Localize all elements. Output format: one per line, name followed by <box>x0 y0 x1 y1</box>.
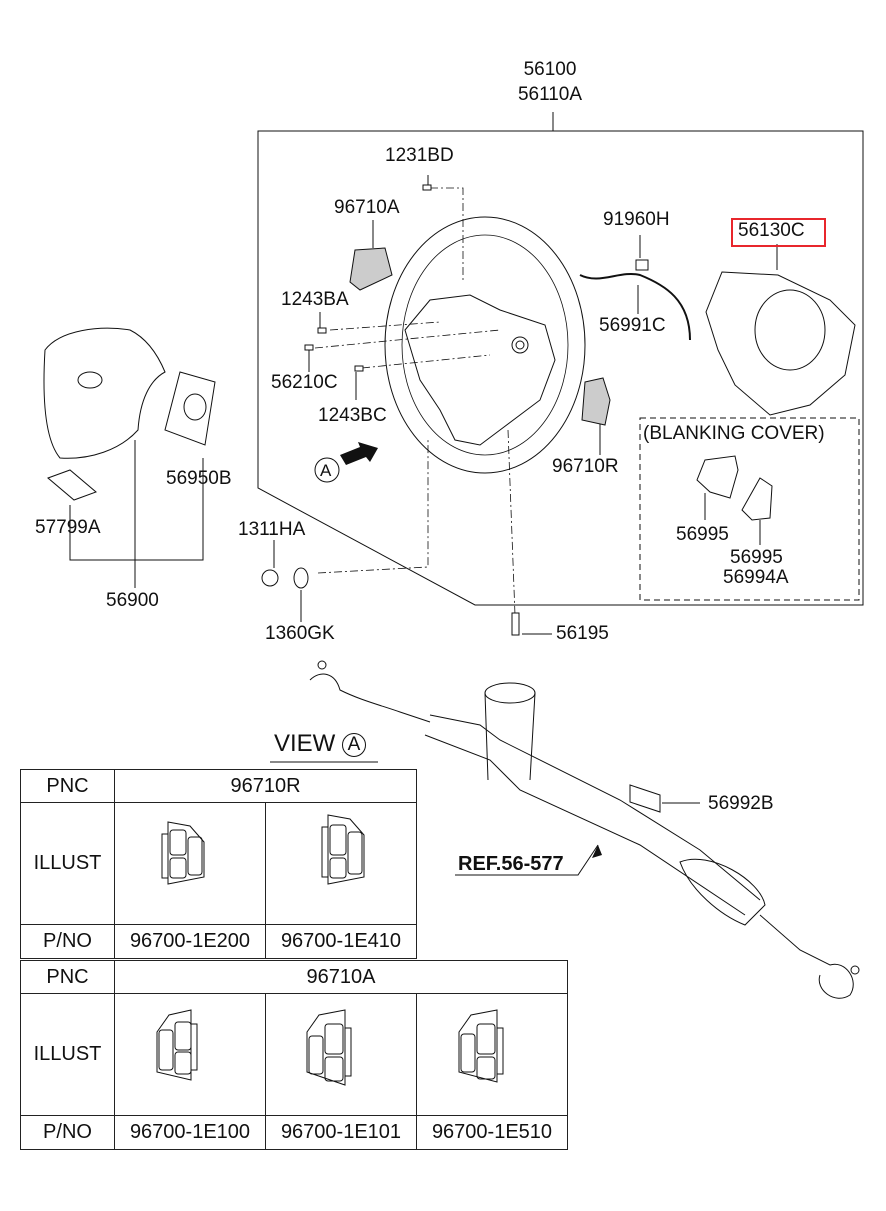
part-label-56195[interactable]: 56195 <box>556 623 609 644</box>
view-a-title-text: VIEW <box>274 730 336 757</box>
pnc-value: 96710A <box>114 960 568 994</box>
part-number[interactable]: 96700-1E100 <box>114 1115 266 1150</box>
switch-table-96710R: PNC 96710R ILLUST P/NO 96700-1E200 96700… <box>20 769 417 959</box>
part-label-57799A[interactable]: 57799A <box>35 517 101 538</box>
switch-96710R <box>581 377 611 426</box>
part-label-56950B[interactable]: 56950B <box>166 468 232 489</box>
pnc-value: 96710R <box>114 769 417 803</box>
ref-label[interactable]: REF.56-577 <box>458 853 564 875</box>
part-label-56991C[interactable]: 56991C <box>599 315 666 336</box>
highlight-box-56130C <box>731 218 826 247</box>
steering-wheel <box>384 216 586 474</box>
blanking-cover-label: (BLANKING COVER) <box>643 423 825 444</box>
illust-cell <box>265 993 417 1116</box>
part-label-96710R[interactable]: 96710R <box>552 456 619 477</box>
assembly-frame <box>257 112 864 606</box>
part-label-1360GK[interactable]: 1360GK <box>265 623 335 644</box>
steering-gear-rack <box>309 660 860 999</box>
part-label-1311HA[interactable]: 1311HA <box>238 519 306 540</box>
part-number[interactable]: 96700-1E200 <box>114 924 266 959</box>
row-label-pnc: PNC <box>20 960 115 994</box>
harness <box>579 273 691 341</box>
part-number[interactable]: 96700-1E510 <box>416 1115 568 1150</box>
row-label-pnc: PNC <box>20 769 115 803</box>
part-number[interactable]: 96700-1E410 <box>265 924 417 959</box>
row-label-pno: P/NO <box>20 1115 115 1150</box>
part-label-56994A[interactable]: 56994A <box>723 567 789 588</box>
part-label-56100[interactable]: 56100 <box>523 59 577 80</box>
part-label-1243BA[interactable]: 1243BA <box>281 289 349 310</box>
horn-cover <box>705 271 856 416</box>
part-number[interactable]: 96700-1E101 <box>265 1115 417 1150</box>
illust-cell <box>265 802 417 925</box>
row-label-pno: P/NO <box>20 924 115 959</box>
illust-cell <box>416 993 568 1116</box>
row-label-illust: ILLUST <box>20 993 115 1116</box>
switch-table-96710A: PNC 96710A ILLUST P/NO 96700-1E100 96700… <box>20 960 568 1150</box>
part-label-91960H[interactable]: 91960H <box>603 209 670 230</box>
label-plate-56992B <box>629 784 661 813</box>
part-label-56992B[interactable]: 56992B <box>708 793 774 814</box>
view-a-arrow <box>340 442 378 465</box>
switch-96710A <box>349 247 393 291</box>
part-label-56110A[interactable]: 56110A <box>517 84 583 105</box>
blanking-cover-box <box>639 417 860 601</box>
part-label-56995[interactable]: 56995 <box>676 524 729 545</box>
part-label-1243BC[interactable]: 1243BC <box>318 405 387 426</box>
part-label-96710A[interactable]: 96710A <box>334 197 400 218</box>
part-label-56210C[interactable]: 56210C <box>271 372 338 393</box>
view-a-title: VIEW A <box>274 730 367 758</box>
part-label-56900[interactable]: 56900 <box>106 590 159 611</box>
view-a-circle-marker: A <box>342 732 367 757</box>
part-label-1231BD[interactable]: 1231BD <box>385 145 454 166</box>
row-label-illust: ILLUST <box>20 802 115 925</box>
driver-airbag <box>43 327 216 501</box>
blanking-covers <box>696 455 773 521</box>
illust-cell <box>114 802 266 925</box>
view-a-marker: A <box>320 461 332 480</box>
illust-cell <box>114 993 266 1116</box>
part-label-56995-b[interactable]: 56995 <box>730 547 783 568</box>
part-label-56130C[interactable]: 56130C <box>738 220 805 241</box>
